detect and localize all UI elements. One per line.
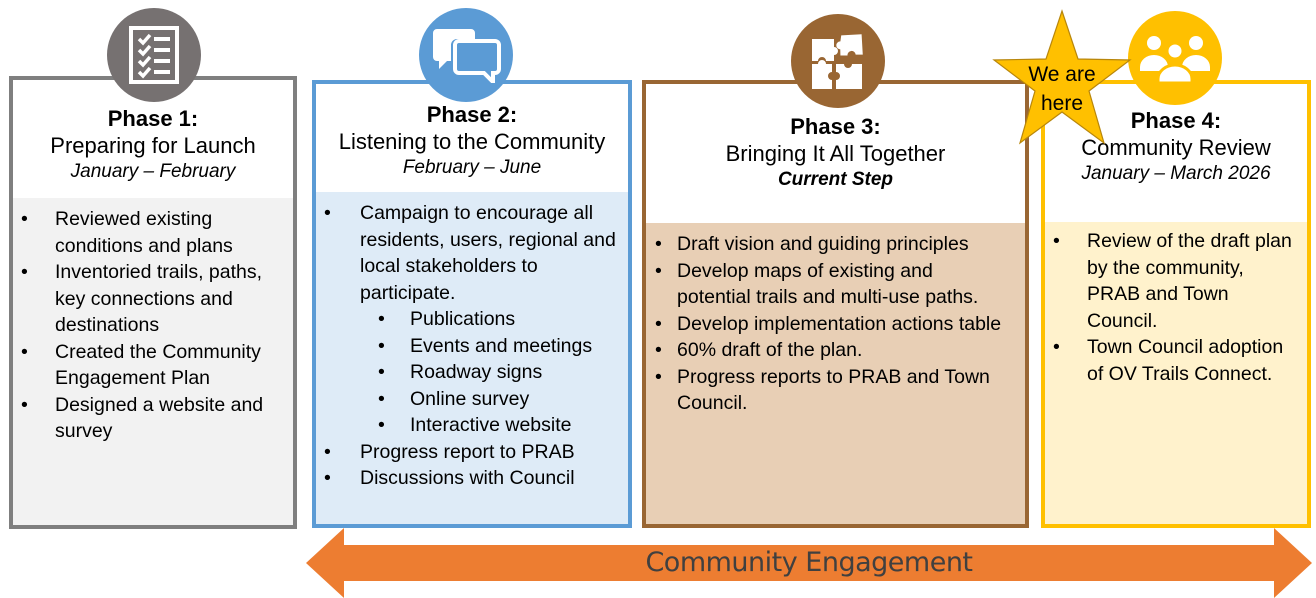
phase-2-list-continued: • Progress report to PRAB • Discussions wi… xyxy=(324,439,628,492)
phase-4-number: Phase 4: xyxy=(1130,108,1222,133)
list-item: • Develop implementation actions table xyxy=(655,311,1025,338)
callout-line-1: We are xyxy=(1028,63,1096,86)
phase-2-title: Listening to the Community xyxy=(338,129,606,154)
bullet-icon: • xyxy=(21,340,28,363)
list-item-text: Develop maps of existing and potential t… xyxy=(677,259,979,309)
bullet-icon: • xyxy=(378,414,385,436)
sub-list-item: • Publications xyxy=(324,306,628,333)
phase-2-card: Phase 2: Listening to the Community Febr… xyxy=(312,80,632,528)
list-item-text: Roadway signs xyxy=(410,361,543,383)
sub-list-item: • Events and meetings xyxy=(324,333,628,360)
bullet-icon: • xyxy=(324,202,331,224)
phase-1-dates: January – February xyxy=(70,161,236,182)
phase-3-header: Phase 3: Bringing It All Together Curren… xyxy=(646,114,1025,192)
phase-4-title: Community Review xyxy=(1081,135,1271,160)
phase-1-body: •Reviewed existing conditions and plans … xyxy=(13,198,293,525)
list-item: • Discussions with Council xyxy=(324,465,628,492)
list-item-text: Designed a website and survey xyxy=(55,393,264,443)
list-item-text: Develop implementation actions table xyxy=(677,312,1002,335)
we-are-here-callout: We are here xyxy=(1010,60,1114,118)
phase-3-number: Phase 3: xyxy=(790,114,881,139)
bullet-icon: • xyxy=(655,259,662,282)
phase-2-list: • Campaign to encourage all residents, us… xyxy=(324,200,628,306)
list-item-text: Review of the draft plan by the communit… xyxy=(1087,230,1292,332)
checklist-icon xyxy=(107,8,201,102)
bullet-icon: • xyxy=(378,387,385,410)
bullet-icon: • xyxy=(1053,336,1060,358)
phase-4-body: • Review of the draft plan by the communi… xyxy=(1045,222,1307,524)
community-engagement-label: Community Engagement xyxy=(645,547,973,578)
phase-1-list: •Reviewed existing conditions and plans … xyxy=(21,206,293,445)
phase-1-title: Preparing for Launch xyxy=(50,133,256,158)
phase-1-card: Phase 1: Preparing for Launch January – … xyxy=(9,76,297,529)
list-item-text: Online survey xyxy=(410,387,530,410)
bullet-icon: • xyxy=(21,261,28,283)
list-item: • Designed a website and survey xyxy=(21,392,293,445)
list-item-text: Discussions with Council xyxy=(360,467,575,489)
list-item: • Progress reports to PRAB and Town Counc… xyxy=(655,364,1025,417)
list-item-text: Created the Community Engagement Plan xyxy=(55,340,261,390)
list-item-text: Progress report to PRAB xyxy=(360,440,575,463)
list-item: • Inventoried trails, paths, key connecti… xyxy=(21,259,293,339)
list-item-text: Inventoried trails, paths, key connectio… xyxy=(55,261,263,336)
phase-2-number: Phase 2: xyxy=(426,102,518,127)
bullet-icon: • xyxy=(655,233,662,255)
phase-3-list: • Draft vision and guiding principles • De… xyxy=(655,231,1025,417)
list-item-text: 60% draft of the plan. xyxy=(677,339,863,361)
bullet-icon: • xyxy=(324,440,331,463)
list-item: • Review of the draft plan by the communi… xyxy=(1053,228,1307,334)
bullet-icon: • xyxy=(21,208,28,230)
list-item: • Progress report to PRAB xyxy=(324,439,628,466)
people-group-icon xyxy=(1128,11,1222,105)
phase-2-body: • Campaign to encourage all residents, us… xyxy=(316,192,628,524)
bullet-icon: • xyxy=(655,339,662,361)
phase-2-sublist: • Publications • Events and meetings • Road… xyxy=(324,306,628,439)
phase-4-card: Phase 4: Community Review January – Marc… xyxy=(1041,80,1311,528)
list-item: • Created the Community Engagement Plan xyxy=(21,339,293,392)
callout-line-2: here xyxy=(1040,92,1084,115)
list-item-text: Town Council adoption of OV Trails Conne… xyxy=(1087,336,1284,385)
list-item: • Town Council adoption of OV Trails Conn… xyxy=(1053,334,1307,387)
list-item-text: Interactive website xyxy=(410,414,572,436)
list-item: • Develop maps of existing and potential … xyxy=(655,258,1025,311)
list-item-text: Draft vision and guiding principles xyxy=(677,233,969,255)
phase-4-dates: January – March 2026 xyxy=(1081,163,1271,184)
bullet-icon: • xyxy=(1053,230,1060,252)
sub-list-item: • Roadway signs xyxy=(324,359,628,386)
phase-3-title: Bringing It All Together xyxy=(725,141,946,166)
list-item-text: Publications xyxy=(410,308,516,330)
bullet-icon: • xyxy=(324,467,331,489)
bullet-icon: • xyxy=(378,334,385,357)
list-item-text: Campaign to encourage all residents, use… xyxy=(360,202,616,304)
puzzle-pieces-icon xyxy=(791,14,885,108)
bullet-icon: • xyxy=(378,361,385,383)
star-callout-icon xyxy=(992,9,1132,145)
phase-1-header: Phase 1: Preparing for Launch January – … xyxy=(13,106,293,184)
speech-bubbles-icon xyxy=(419,8,513,102)
bullet-icon: • xyxy=(655,365,662,388)
phase-2-header: Phase 2: Listening to the Community Febr… xyxy=(316,102,628,180)
bullet-icon: • xyxy=(655,312,662,335)
list-item: • Draft vision and guiding principles xyxy=(655,231,1025,258)
list-item-text: Events and meetings xyxy=(410,334,593,357)
phase-3-status: Current Step xyxy=(777,169,894,190)
double-arrow-icon xyxy=(306,528,1312,598)
phase-4-list: • Review of the draft plan by the communi… xyxy=(1053,228,1307,387)
sub-list-item: • Interactive website xyxy=(324,412,628,439)
list-item-text: Progress reports to PRAB and Town Counci… xyxy=(677,365,990,415)
list-item: • Campaign to encourage all residents, us… xyxy=(324,200,628,306)
phase-1-number: Phase 1: xyxy=(107,106,199,131)
list-item: • Reviewed existing conditions and plans xyxy=(21,206,293,259)
list-item: • 60% draft of the plan. xyxy=(655,337,1025,364)
phase-2-dates: February – June xyxy=(402,157,542,178)
sub-list-item: • Online survey xyxy=(324,386,628,413)
phase-4-header: Phase 4: Community Review January – Marc… xyxy=(1045,108,1307,186)
bullet-icon: • xyxy=(378,308,385,330)
phase-3-card: Phase 3: Bringing It All Together Curren… xyxy=(642,80,1029,528)
phase-3-body: • Draft vision and guiding principles • De… xyxy=(646,223,1025,524)
bullet-icon: • xyxy=(21,393,28,416)
list-item-text: Reviewed existing conditions and plans xyxy=(55,208,233,257)
